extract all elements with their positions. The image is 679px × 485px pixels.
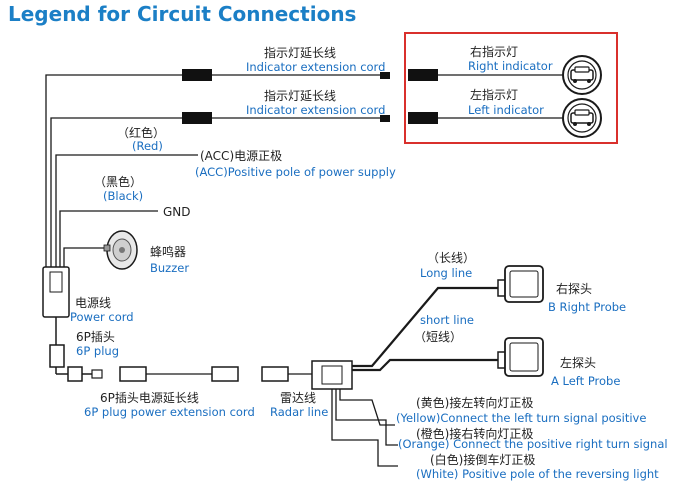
right-indicator-icon: [562, 55, 602, 95]
buzzer-icon: [103, 230, 138, 270]
power-cord-cn: 电源线: [75, 296, 111, 310]
radar-en: Radar line: [270, 405, 328, 419]
diagram-title: Legend for Circuit Connections: [8, 2, 356, 26]
left-probe-cn: 左探头: [560, 355, 596, 370]
black-wire-cn: （黑色）: [94, 175, 142, 189]
right-probe-cn: 右探头: [556, 281, 592, 296]
plug-cn: 6P插头: [76, 330, 115, 344]
plug-ext-en: 6P plug power extension cord: [84, 405, 255, 419]
right-probe-icon: [497, 265, 544, 303]
cord-plug-2-right: [408, 112, 438, 124]
radar-plug-left: [261, 366, 289, 382]
ext-cord-2-en: Indicator extension cord: [246, 103, 385, 117]
cord-plug-1-mid: [380, 72, 390, 79]
short-line-en: short line: [420, 313, 474, 327]
plug-ext-cn: 6P插头电源延长线: [100, 391, 199, 405]
right-probe-en: B Right Probe: [548, 300, 626, 314]
ext-cord-2-cn: 指示灯延长线: [264, 88, 336, 103]
main-trunk-wires: [45, 74, 198, 270]
plug-extension-end: [211, 366, 239, 382]
short-line-cn: （短线）: [414, 330, 462, 344]
cord-plug-1-right: [408, 69, 438, 81]
cord-plug-2-left: [182, 112, 212, 124]
white-wire-en: (White) Positive pole of the reversing l…: [416, 467, 659, 481]
acc-en: (ACC)Positive pole of power supply: [195, 165, 396, 179]
radar-cn: 雷达线: [280, 391, 316, 405]
orange-wire-cn: (橙色)接右转向灯正极: [416, 426, 533, 441]
left-indicator-cn: 左指示灯: [470, 87, 518, 102]
cord-plug-2-mid: [380, 115, 390, 122]
power-cord-en: Power cord: [70, 310, 134, 324]
right-indicator-cn: 右指示灯: [470, 44, 518, 59]
left-indicator-en: Left indicator: [468, 103, 544, 117]
red-wire-en: (Red): [132, 139, 163, 153]
plug-en: 6P plug: [76, 344, 119, 358]
gnd-label: GND: [163, 205, 191, 219]
ext-cord-1-en: Indicator extension cord: [246, 60, 385, 74]
yellow-wire-en: (Yellow)Connect the left turn signal pos…: [396, 411, 646, 425]
buzzer-cn: 蜂鸣器: [150, 244, 186, 259]
left-indicator-icon: [562, 98, 602, 138]
six-pin-plug: [67, 366, 147, 382]
left-probe-icon: [497, 337, 544, 377]
power-cord-connector: [42, 266, 70, 375]
ext-cord-1-cn: 指示灯延长线: [264, 45, 336, 60]
long-line-en: Long line: [420, 266, 472, 280]
indicator-highlight-box: [404, 32, 618, 144]
long-line-cn: （长线）: [427, 251, 475, 265]
right-indicator-en: Right indicator: [468, 59, 553, 73]
cord-plug-1-left: [182, 69, 212, 81]
buzzer-en: Buzzer: [150, 261, 189, 275]
black-wire-en: (Black): [103, 189, 143, 203]
orange-wire-en: (Orange) Connect the positive right turn…: [398, 437, 668, 451]
probe-wires: [331, 286, 500, 467]
left-probe-en: A Left Probe: [551, 374, 620, 388]
yellow-wire-cn: (黄色)接左转向灯正极: [416, 395, 533, 410]
acc-cn: (ACC)电源正极: [200, 149, 282, 163]
radar-junction-box: [311, 360, 353, 390]
white-wire-cn: (白色)接倒车灯正极: [430, 452, 535, 467]
red-wire-cn: （红色）: [117, 125, 165, 140]
